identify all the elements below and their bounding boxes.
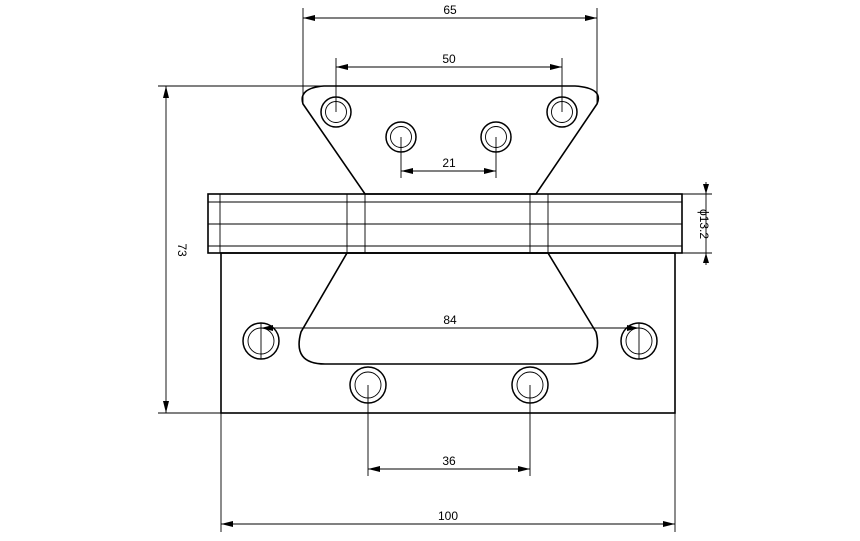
dimension-bottom-hole-spacing: 36: [367, 385, 531, 476]
top-leaf-holes: [320, 96, 578, 153]
dimension-total-height: 73: [158, 85, 324, 414]
dimension-barrel-diameter: ϕ13.2: [682, 182, 712, 265]
dimension-top-width: 65: [302, 3, 598, 104]
dimension-bottom-width: 100: [220, 413, 676, 532]
dimension-top-hole-spacing: 50: [335, 52, 563, 112]
bottom-leaf-outline: [220, 252, 676, 414]
dim-label-top-hole-spacing: 50: [442, 52, 456, 66]
dimension-side-hole-spacing: 84: [260, 313, 640, 359]
dim-label-inner-hole-spacing: 21: [442, 156, 456, 170]
bottom-leaf-holes: [242, 322, 658, 404]
hinge-barrel: [207, 193, 683, 254]
dimension-inner-hole-spacing: 21: [400, 137, 497, 178]
dim-label-bottom-hole-spacing: 36: [442, 454, 456, 468]
dim-label-bottom-width: 100: [438, 509, 458, 523]
dim-label-side-hole-spacing: 84: [443, 313, 457, 327]
dim-label-top-width: 65: [443, 3, 457, 17]
dim-label-total-height: 73: [175, 243, 189, 257]
bottom-leaf-slot: [298, 252, 599, 365]
dim-label-barrel-diameter: ϕ13.2: [697, 209, 711, 239]
